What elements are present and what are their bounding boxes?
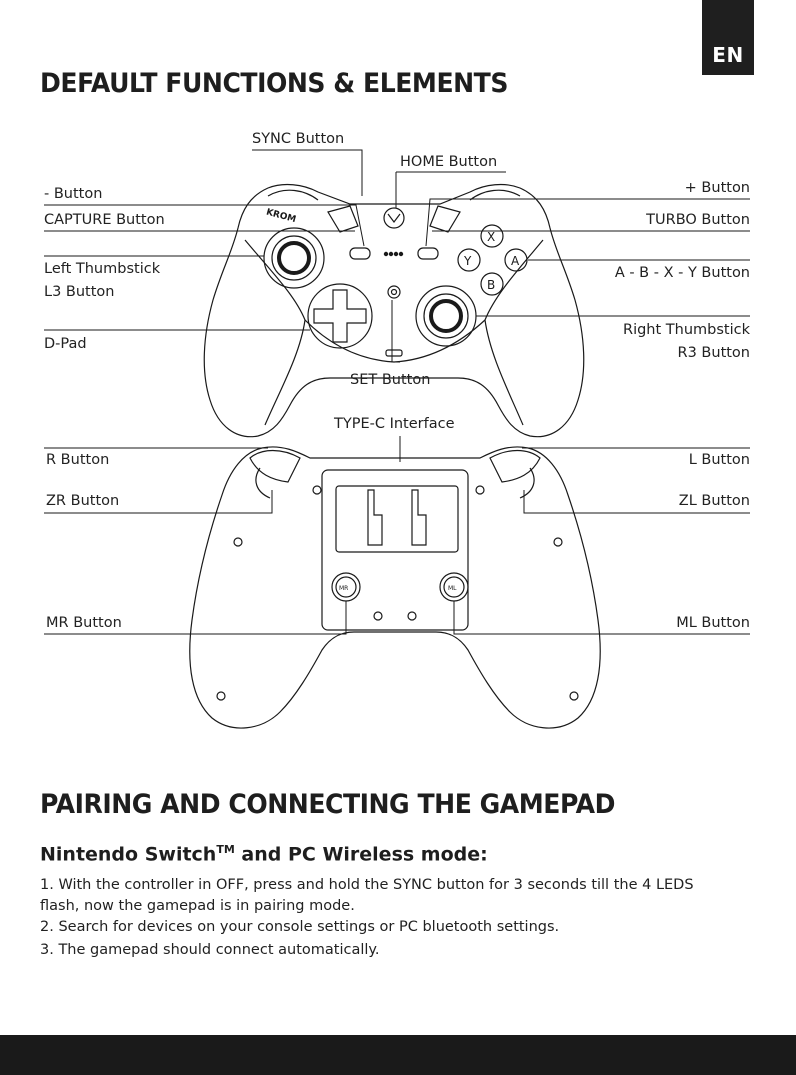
language-label: EN [712, 43, 744, 67]
label-dpad: D-Pad [44, 336, 87, 352]
step-2: 2. Search for devices on your console se… [40, 919, 560, 935]
y-button-label: Y [463, 254, 472, 268]
label-typec-interface: TYPE-C Interface [334, 416, 455, 432]
ml-button-label: ML [448, 585, 457, 592]
label-r-button: R Button [46, 452, 110, 468]
front-controller: KROM X Y A B [203, 183, 585, 438]
back-controller: MR ML [189, 446, 601, 729]
step-3: 3. The gamepad should connect automatica… [40, 942, 380, 958]
label-turbo-button: TURBO Button [646, 212, 750, 228]
step-1-line-2: flash, now the gamepad is in pairing mod… [40, 898, 355, 914]
home-button-graphic [383, 207, 405, 229]
label-set-button: SET Button [350, 372, 431, 388]
x-button-graphic [480, 224, 504, 248]
label-sync-button: SYNC Button [252, 131, 345, 147]
subsection-title-rest: and PC Wireless mode: [234, 843, 488, 866]
leader-lines [44, 149, 750, 635]
label-mr-button: MR Button [46, 615, 122, 631]
footer-bar [0, 1035, 796, 1075]
step-1-line-1: 1. With the controller in OFF, press and… [40, 877, 694, 893]
label-zr-button: ZR Button [46, 493, 120, 509]
left-thumbstick-graphic [263, 227, 325, 289]
label-right-thumbstick: Right Thumbstick [623, 322, 750, 338]
label-abxy-buttons: A - B - X - Y Button [614, 265, 750, 281]
b-button-graphic [480, 272, 504, 296]
section-title-pairing: PAIRING AND CONNECTING THE GAMEPAD [40, 789, 615, 820]
minus-button-graphic [349, 247, 371, 260]
label-minus-button: - Button [44, 186, 103, 202]
language-tab: EN [702, 0, 754, 75]
x-button-label: X [487, 230, 495, 244]
gamepad-diagram: KROM X Y A B [44, 149, 750, 729]
label-ml-button: ML Button [676, 615, 750, 631]
y-button-graphic [457, 248, 481, 272]
label-home-button: HOME Button [400, 154, 498, 170]
label-l3-button: L3 Button [44, 284, 115, 300]
a-button-label: A [511, 254, 520, 268]
right-thumbstick-graphic [415, 285, 477, 347]
a-button-graphic [504, 248, 528, 272]
label-r3-button: R3 Button [677, 345, 750, 361]
set-button-graphic [387, 285, 401, 299]
dpad-graphic [313, 289, 367, 343]
label-capture-button: CAPTURE Button [44, 212, 165, 228]
section-title-default-functions: DEFAULT FUNCTIONS & ELEMENTS [40, 68, 508, 99]
trademark-symbol: TM [216, 843, 235, 856]
label-zl-button: ZL Button [678, 493, 750, 509]
plus-button-graphic [417, 247, 439, 260]
mr-button-label: MR [339, 585, 348, 592]
subsection-title-main: Nintendo Switch [40, 843, 217, 866]
krom-logo: KROM [265, 208, 297, 226]
label-l-button: L Button [688, 452, 750, 468]
subsection-title: Nintendo SwitchTM and PC Wireless mode: [40, 843, 488, 865]
label-plus-button: + Button [684, 180, 750, 196]
b-button-label: B [487, 278, 495, 292]
label-left-thumbstick: Left Thumbstick [44, 261, 161, 277]
